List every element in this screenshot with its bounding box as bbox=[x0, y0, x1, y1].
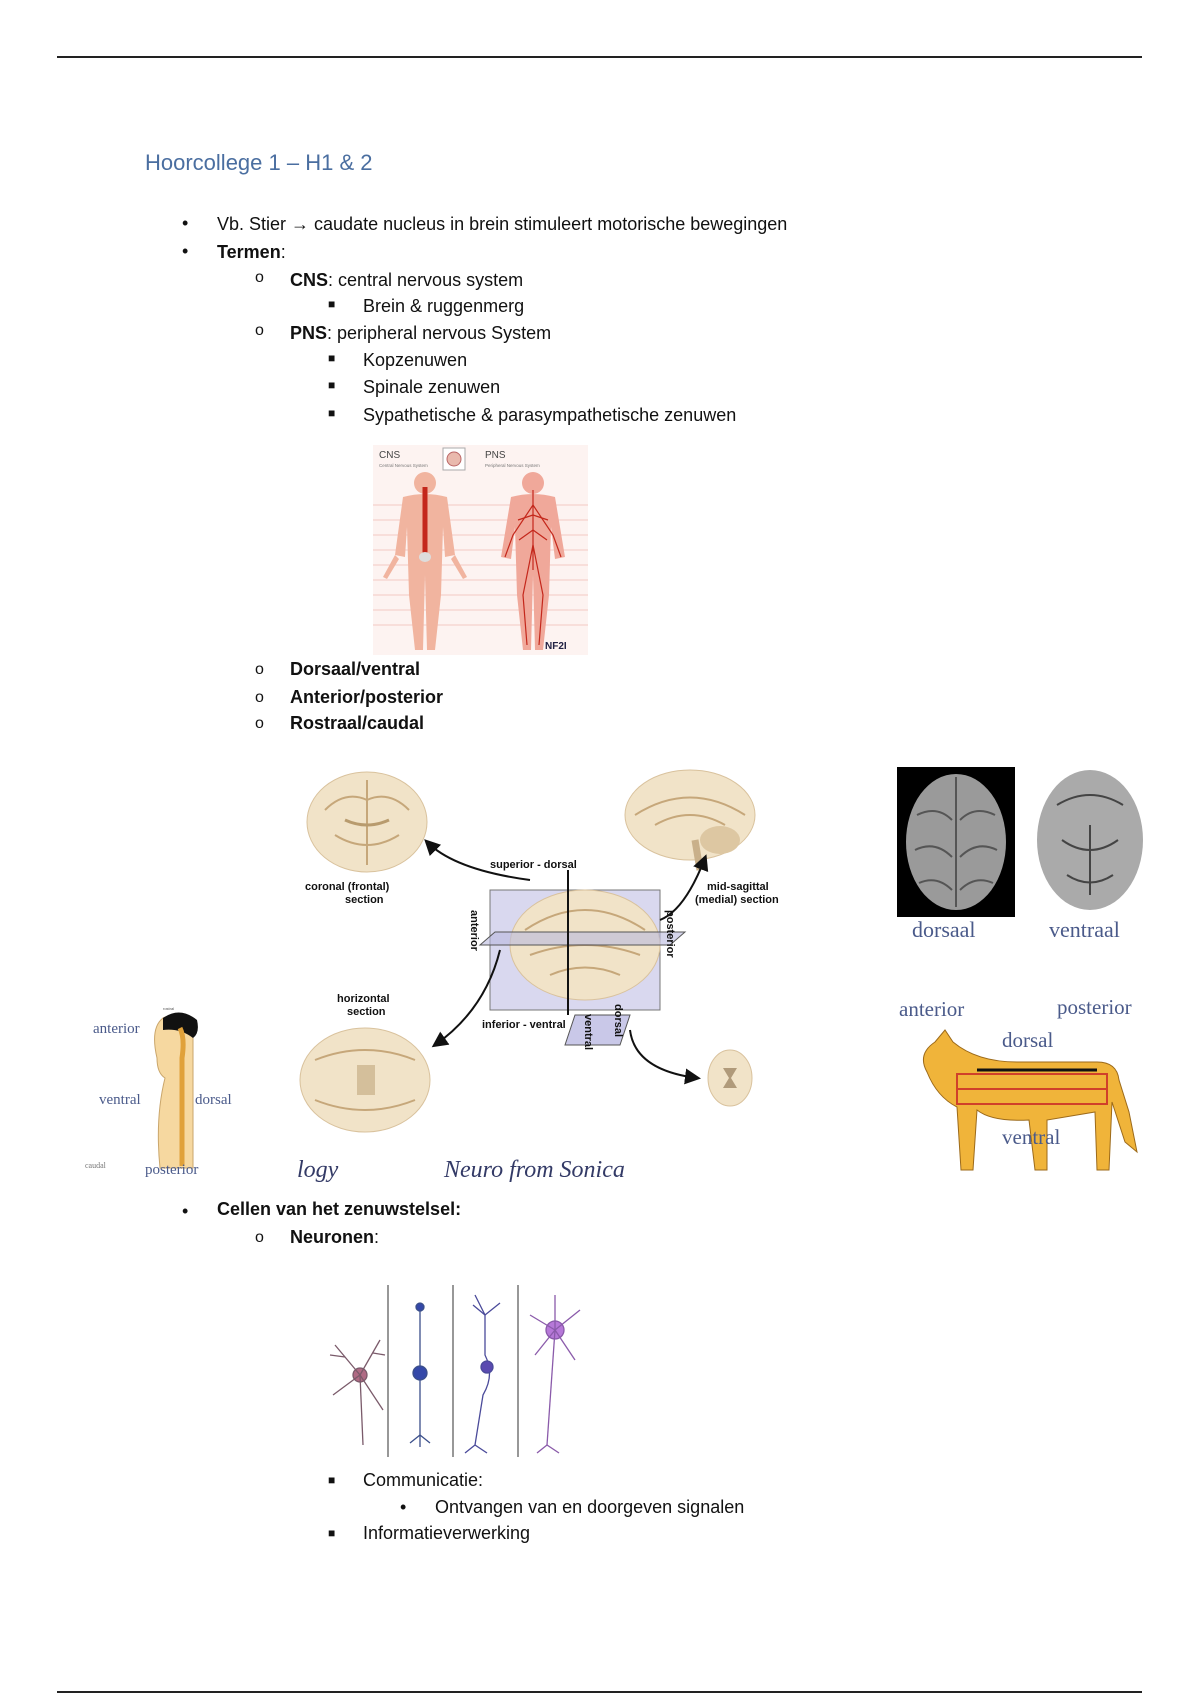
human-anterior-label: anterior bbox=[93, 1021, 140, 1037]
caption-logy: logy bbox=[297, 1157, 339, 1183]
multipolar-neuron-icon bbox=[329, 1339, 386, 1446]
sub-bullet: o bbox=[255, 661, 264, 678]
list-item-brein: Brein & ruggenmerg bbox=[363, 296, 525, 316]
dog-posterior-label: posterior bbox=[1057, 995, 1132, 1019]
cns-label: CNS bbox=[379, 450, 400, 461]
dog-anterior-label: anterior bbox=[899, 997, 964, 1021]
pns-sublabel: Peripheral Nervous System bbox=[485, 463, 540, 468]
pyramidal-neuron-icon bbox=[529, 1295, 581, 1454]
human-ventral-label: ventral bbox=[99, 1092, 141, 1108]
bullet-dot: • bbox=[182, 241, 189, 261]
figure-credit: NF2I bbox=[545, 641, 567, 652]
square-bullet: ■ bbox=[328, 1526, 336, 1540]
caption-neuro-sonica: Neuro from Sonica bbox=[444, 1157, 625, 1183]
anterior-label: anterior bbox=[468, 910, 480, 952]
list-item-informatieverwerking: Informatieverwerking bbox=[363, 1523, 531, 1543]
cns-sublabel: Central Nervous System bbox=[379, 463, 428, 468]
list-item-ontvangen: Ontvangen van en doorgeven signalen bbox=[435, 1497, 745, 1517]
term-anterior-posterior: Anterior/posterior bbox=[290, 687, 444, 707]
page-title: Hoorcollege 1 – H1 & 2 bbox=[145, 150, 373, 175]
sub-bullet: o bbox=[255, 269, 264, 286]
dog-dorsal-label: dorsal bbox=[1002, 1028, 1053, 1052]
human-dorsal-label: dorsal bbox=[195, 1092, 232, 1108]
spinal-cord-section-icon bbox=[707, 1049, 753, 1107]
dog-ventral-label: ventral bbox=[1002, 1125, 1060, 1149]
horizontal-label-1: horizontal bbox=[337, 993, 390, 1005]
term-dorsaal-ventral: Dorsaal/ventral bbox=[290, 659, 421, 679]
bottom-rule bbox=[57, 1691, 1142, 1693]
list-item-cns: CNS: central nervous system bbox=[290, 270, 524, 290]
dorsal-small-label: dorsal bbox=[612, 1004, 624, 1037]
brain-photos-figure: dorsaal ventraal bbox=[897, 767, 1143, 942]
top-rule bbox=[57, 56, 1142, 58]
bullet-dot: • bbox=[400, 1497, 407, 1517]
cns-pns-figure: CNS Central Nervous System PNS Periphera… bbox=[373, 445, 588, 655]
square-bullet: ■ bbox=[328, 351, 336, 365]
coronal-label-2: section bbox=[345, 894, 384, 906]
neurons-figure bbox=[329, 1285, 581, 1457]
midsagittal-brain-icon bbox=[624, 769, 756, 871]
caudal-label: caudal bbox=[85, 1161, 107, 1170]
sub-bullet: o bbox=[255, 322, 264, 339]
coronal-brain-icon bbox=[306, 771, 428, 873]
list-item-cellen: Cellen van het zenuwstelsel: bbox=[217, 1199, 462, 1219]
square-bullet: ■ bbox=[328, 378, 336, 392]
rostral-label: rostral bbox=[163, 1006, 174, 1011]
ventraal-label: ventraal bbox=[1049, 917, 1120, 942]
midsagittal-label-1: mid-sagittal bbox=[707, 881, 769, 893]
list-item-spinale: Spinale zenuwen bbox=[363, 377, 501, 397]
square-bullet: ■ bbox=[328, 406, 336, 420]
midsagittal-label-2: (medial) section bbox=[695, 894, 779, 906]
list-item-neuronen: Neuronen: bbox=[290, 1227, 380, 1247]
dog-orientation-figure: anterior posterior dorsal ventral bbox=[899, 995, 1138, 1171]
horizontal-brain-icon bbox=[299, 1027, 431, 1133]
list-item-termen: Termen: bbox=[217, 242, 286, 262]
pns-label: PNS bbox=[485, 450, 506, 461]
horizontal-label-2: section bbox=[347, 1006, 386, 1018]
list-item-communicatie: Communicatie: bbox=[363, 1470, 484, 1490]
coronal-label-1: coronal (frontal) bbox=[305, 881, 390, 893]
superior-dorsal-label: superior - dorsal bbox=[490, 859, 577, 871]
human-posterior-label: posterior bbox=[145, 1162, 198, 1178]
sub-bullet: o bbox=[255, 715, 264, 732]
bipolar-neuron-icon bbox=[409, 1302, 431, 1447]
sub-bullet: o bbox=[255, 1229, 264, 1246]
square-bullet: ■ bbox=[328, 297, 336, 311]
sub-bullet: o bbox=[255, 689, 264, 706]
dorsaal-label: dorsaal bbox=[912, 917, 976, 942]
bullet-dot: • bbox=[182, 1201, 189, 1221]
ventral-small-label: ventral bbox=[582, 1014, 594, 1050]
unipolar-neuron-icon bbox=[464, 1294, 501, 1454]
inferior-ventral-label: inferior - ventral bbox=[482, 1019, 566, 1031]
list-item-pns: PNS: peripheral nervous System bbox=[290, 323, 552, 343]
term-rostraal-caudal: Rostraal/caudal bbox=[290, 713, 425, 733]
square-bullet: ■ bbox=[328, 1473, 336, 1487]
bullet-dot: • bbox=[182, 213, 189, 233]
list-item-stier: Vb. Stier → caudate nucleus in brein sti… bbox=[217, 214, 788, 234]
list-item-kopzenuwen: Kopzenuwen bbox=[363, 350, 468, 370]
human-orientation-figure: rostral anterior ventral dorsal caudal p… bbox=[85, 1006, 232, 1178]
list-item-sympathetic: Sypathetische & parasympathetische zenuw… bbox=[363, 405, 737, 425]
anatomical-planes-figure: coronal (frontal) section mid-sagittal (… bbox=[299, 769, 779, 1133]
posterior-label: posterior bbox=[664, 910, 676, 958]
